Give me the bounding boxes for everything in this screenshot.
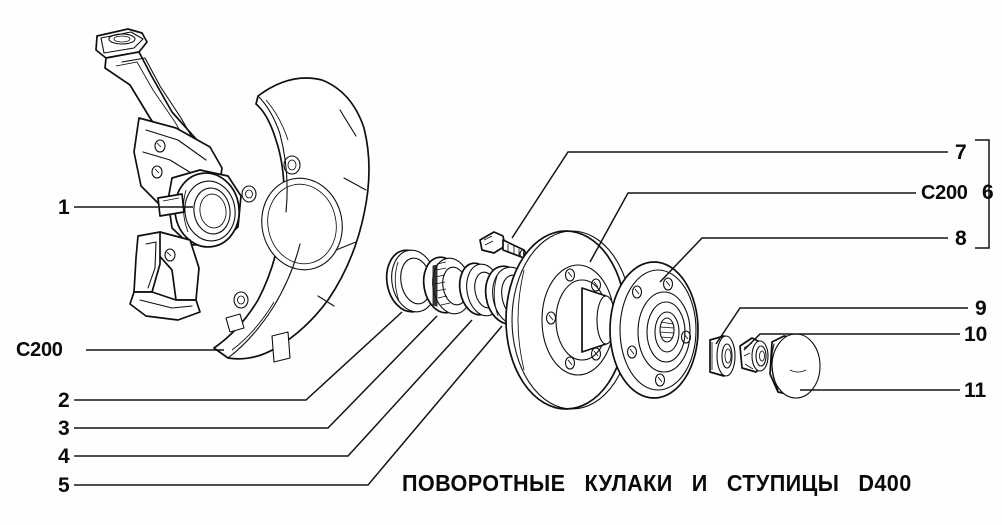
label-1: 1 [58, 196, 70, 219]
label-c200-right: C200 [921, 182, 968, 204]
leader-lines-left [74, 206, 503, 486]
diagram-caption: ПОВОРОТНЫЕ КУЛАКИ И СТУПИЦЫ D400 [402, 470, 912, 496]
label-10: 10 [964, 323, 988, 346]
group-bracket-6 [975, 139, 990, 249]
washer-part [709, 335, 736, 377]
label-9: 9 [975, 297, 987, 320]
brake-dust-shield-part [213, 77, 370, 363]
label-11: 11 [964, 379, 987, 402]
leader-5 [74, 325, 503, 486]
leader-2 [74, 311, 403, 401]
leader-4 [74, 319, 473, 457]
wheel-bolt-part [479, 231, 527, 259]
inner-seal-part [385, 249, 437, 313]
wheel-hub-part [609, 261, 699, 399]
label-c200-left: C200 [16, 339, 63, 361]
leader-7 [511, 151, 948, 239]
leader-8 [659, 237, 948, 283]
hub-cap-part [769, 333, 821, 399]
brake-disc-part [505, 230, 633, 410]
hub-nut-part [739, 337, 769, 373]
label-5: 5 [58, 474, 70, 497]
label-6-group: 6 [982, 181, 994, 204]
leader-10 [743, 333, 960, 351]
leader-lines-right [511, 139, 990, 391]
leader-c200-right [589, 192, 916, 263]
label-2: 2 [58, 389, 70, 412]
label-4: 4 [58, 445, 70, 468]
label-3: 3 [58, 417, 70, 440]
label-8: 8 [955, 227, 967, 250]
label-7: 7 [955, 141, 967, 164]
inner-bearing-part [422, 256, 472, 315]
leader-3 [74, 315, 438, 429]
steering-knuckle-part [95, 28, 242, 321]
leader-9 [715, 307, 968, 345]
